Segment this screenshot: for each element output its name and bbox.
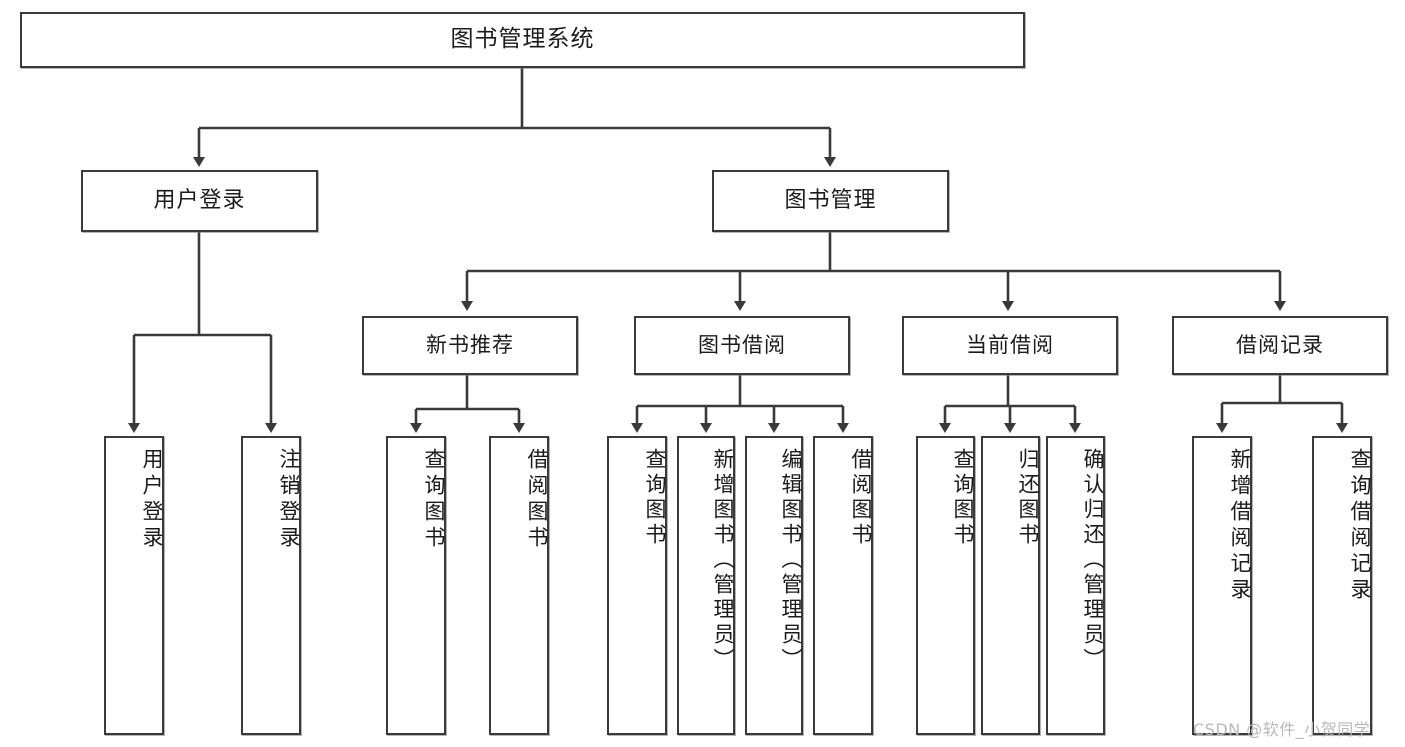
node-label: 借阅图书 xyxy=(525,448,549,552)
leaf-add-borrow-record[interactable]: 新增借阅记录 xyxy=(1192,436,1252,735)
leaf-edit-book-admin[interactable]: 编辑图书（管理员） xyxy=(745,436,803,735)
node-label: 查询借阅记录 xyxy=(1348,448,1372,604)
node-label: 确认归还（管理员） xyxy=(1081,448,1105,673)
leaf-query-book-current[interactable]: 查询图书 xyxy=(916,436,975,735)
node-label: 当前借阅 xyxy=(966,333,1054,358)
leaf-borrow-book[interactable]: 借阅图书 xyxy=(813,436,873,735)
leaf-confirm-return-admin[interactable]: 确认归还（管理员） xyxy=(1046,436,1105,735)
leaf-query-book-borrow[interactable]: 查询图书 xyxy=(607,436,667,735)
leaf-query-book-recommend[interactable]: 查询图书 xyxy=(386,436,446,735)
leaf-return-book[interactable]: 归还图书 xyxy=(981,436,1040,735)
node-label: 查询图书 xyxy=(951,448,975,548)
node-new-book-recommend[interactable]: 新书推荐 xyxy=(362,316,578,375)
node-label: 图书借阅 xyxy=(698,333,786,358)
leaf-query-borrow-record[interactable]: 查询借阅记录 xyxy=(1312,436,1372,735)
leaf-user-login[interactable]: 用户登录 xyxy=(104,436,164,735)
node-label: 归还图书 xyxy=(1016,448,1040,548)
node-label: 新书推荐 xyxy=(426,333,514,358)
node-book-borrow[interactable]: 图书借阅 xyxy=(634,316,850,375)
leaf-borrow-book-recommend[interactable]: 借阅图书 xyxy=(489,436,549,735)
node-label: 图书管理 xyxy=(784,188,877,214)
node-label: 查询图书 xyxy=(643,448,667,548)
watermark-text: CSDN @软件_小贺同学 xyxy=(1193,720,1371,739)
node-root-system[interactable]: 图书管理系统 xyxy=(20,12,1025,68)
node-label: 用户登录 xyxy=(140,448,164,552)
node-label: 新增借阅记录 xyxy=(1228,448,1252,604)
leaf-add-book-admin[interactable]: 新增图书（管理员） xyxy=(677,436,735,735)
node-book-management[interactable]: 图书管理 xyxy=(712,170,949,232)
node-label: 注销登录 xyxy=(277,448,301,552)
node-user-login[interactable]: 用户登录 xyxy=(81,170,318,232)
node-label: 编辑图书（管理员） xyxy=(779,448,803,673)
node-label: 借阅图书 xyxy=(849,448,873,548)
node-label: 借阅记录 xyxy=(1236,333,1324,358)
node-label: 新增图书（管理员） xyxy=(711,448,735,673)
node-label: 用户登录 xyxy=(153,188,246,214)
node-current-borrow[interactable]: 当前借阅 xyxy=(902,316,1118,375)
node-label: 查询图书 xyxy=(422,448,446,552)
node-label: 图书管理系统 xyxy=(450,26,595,53)
leaf-logout-login[interactable]: 注销登录 xyxy=(241,436,301,735)
node-borrow-record[interactable]: 借阅记录 xyxy=(1172,316,1388,375)
